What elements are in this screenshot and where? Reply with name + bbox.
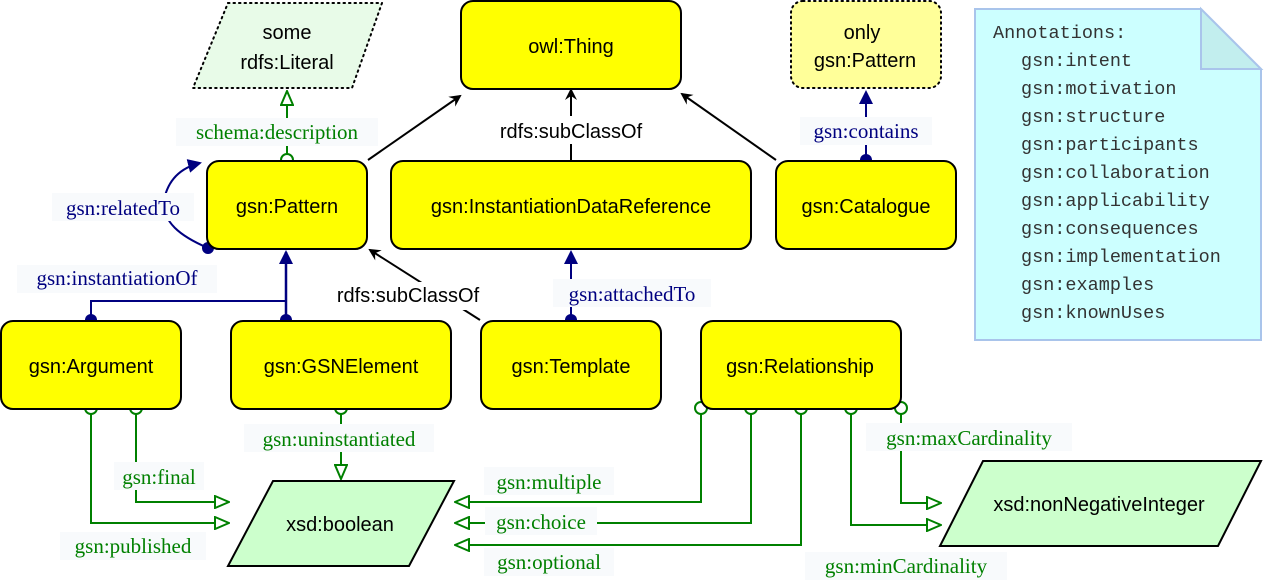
edge-min-cardinality [850, 414, 940, 525]
node-some-literal[interactable]: some rdfs:Literal [191, 2, 384, 89]
label-uninstantiated: gsn:uninstantiated [263, 427, 416, 451]
node-relationship-label: gsn:Relationship [726, 356, 874, 378]
annotations-note: Annotations: gsn:intent gsn:motivation gsn… [974, 6, 1264, 341]
edge-optional [456, 414, 802, 545]
node-idr-label: gsn:InstantiationDataReference [431, 196, 711, 218]
node-xsd-boolean[interactable]: xsd:boolean [226, 480, 456, 567]
edge-published [90, 414, 228, 523]
label-final: gsn:final [122, 465, 196, 489]
label-subclass-template: rdfs:subClassOf [337, 285, 480, 307]
annotation-item: gsn:consequences [1021, 219, 1199, 240]
annotation-item: gsn:motivation [1021, 79, 1176, 100]
label-instantiation-of: gsn:instantiationOf [37, 266, 198, 290]
node-template-label: gsn:Template [512, 356, 631, 378]
label-choice: gsn:choice [496, 510, 586, 534]
node-only-pattern-line2: gsn:Pattern [814, 50, 916, 72]
edge-pattern-to-thing [367, 94, 462, 161]
node-only-pattern-line1: only [844, 22, 881, 44]
annotation-item: gsn:applicability [1021, 191, 1210, 212]
annotation-item: gsn:collaboration [1021, 163, 1210, 184]
edge-multiple [456, 414, 702, 502]
label-subclass-top: rdfs:subClassOf [500, 121, 643, 143]
label-schema-description: schema:description [196, 120, 359, 144]
edge-final [135, 414, 228, 502]
annotation-item: gsn:structure [1021, 107, 1165, 128]
label-multiple: gsn:multiple [497, 470, 602, 494]
node-argument-label: gsn:Argument [29, 356, 154, 378]
label-published: gsn:published [75, 534, 192, 558]
node-pattern-label: gsn:Pattern [236, 196, 338, 218]
label-max-cardinality: gsn:maxCardinality [886, 426, 1052, 450]
node-pattern[interactable]: gsn:Pattern [206, 160, 368, 250]
label-contains: gsn:contains [814, 119, 919, 143]
node-owl-thing-label: owl:Thing [528, 36, 614, 58]
node-some-literal-line2: rdfs:Literal [240, 52, 333, 74]
label-min-cardinality: gsn:minCardinality [825, 554, 988, 578]
annotation-item: gsn:participants [1021, 135, 1199, 156]
label-attached-to: gsn:attachedTo [569, 282, 696, 306]
edge-instantiation-of-argument [90, 300, 286, 320]
node-catalogue-label: gsn:Catalogue [802, 196, 931, 218]
annotation-item: gsn:examples [1021, 275, 1154, 296]
node-xsd-non-negative-integer[interactable]: xsd:nonNegativeInteger [938, 460, 1263, 547]
node-xsd-boolean-label: xsd:boolean [286, 514, 394, 536]
node-argument[interactable]: gsn:Argument [0, 320, 182, 410]
annotations-title: Annotations: [993, 23, 1126, 44]
node-gsn-element[interactable]: gsn:GSNElement [230, 320, 452, 410]
node-catalogue[interactable]: gsn:Catalogue [775, 160, 957, 250]
label-optional: gsn:optional [497, 550, 601, 574]
node-owl-thing[interactable]: owl:Thing [460, 0, 682, 90]
node-relationship[interactable]: gsn:Relationship [700, 320, 902, 410]
node-instantiation-data-reference[interactable]: gsn:InstantiationDataReference [390, 160, 752, 250]
node-nni-label: xsd:nonNegativeInteger [993, 494, 1205, 516]
node-only-pattern[interactable]: only gsn:Pattern [790, 0, 942, 89]
label-related-to: gsn:relatedTo [66, 196, 180, 220]
edge-labels: rdfs:subClassOf rdfs:subClassOf schema:d… [17, 116, 1072, 580]
edge-catalogue-to-thing [680, 92, 777, 161]
node-some-literal-line1: some [263, 22, 312, 44]
node-template[interactable]: gsn:Template [480, 320, 662, 410]
annotation-item: gsn:implementation [1021, 247, 1221, 268]
node-gsn-element-label: gsn:GSNElement [264, 356, 419, 378]
annotation-item: gsn:intent [1021, 51, 1132, 72]
annotation-item: gsn:knownUses [1021, 303, 1165, 324]
